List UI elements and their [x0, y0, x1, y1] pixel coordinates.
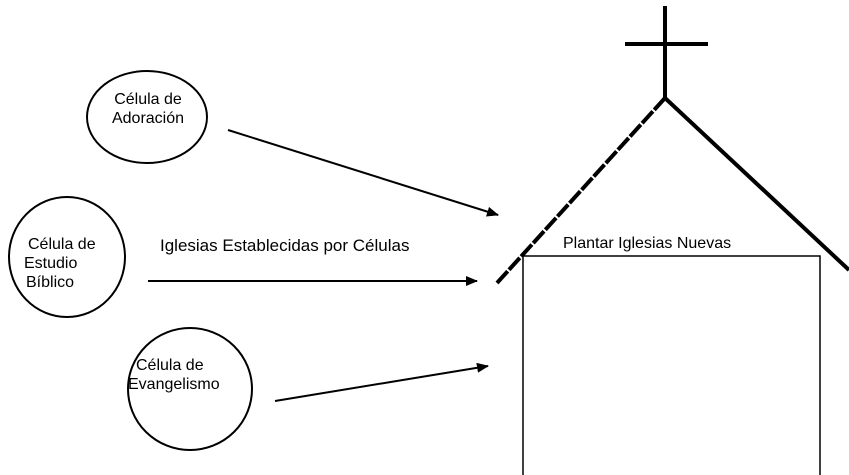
cell-label-estudio-biblico: Célula de Estudio Bíblico	[24, 236, 96, 291]
church-label: Plantar Iglesias Nuevas	[563, 235, 732, 252]
roof-left	[495, 96, 667, 285]
cell-label-evangelismo: Célula de Evangelismo	[128, 357, 220, 393]
cell-label-adoracion: Célula de Adoración	[111, 91, 185, 127]
arrow-evangelismo-to-church	[274, 362, 489, 402]
roof-right	[663, 96, 849, 272]
cell-circle-evangelismo	[127, 327, 253, 451]
cell-circle-adoracion	[86, 70, 208, 164]
arrow-adoracion-to-church	[227, 129, 499, 217]
middle-label: Iglesias Establecidas por Células	[160, 236, 410, 255]
cell-circle-estudio-biblico	[8, 196, 126, 318]
church-building	[522, 255, 821, 475]
